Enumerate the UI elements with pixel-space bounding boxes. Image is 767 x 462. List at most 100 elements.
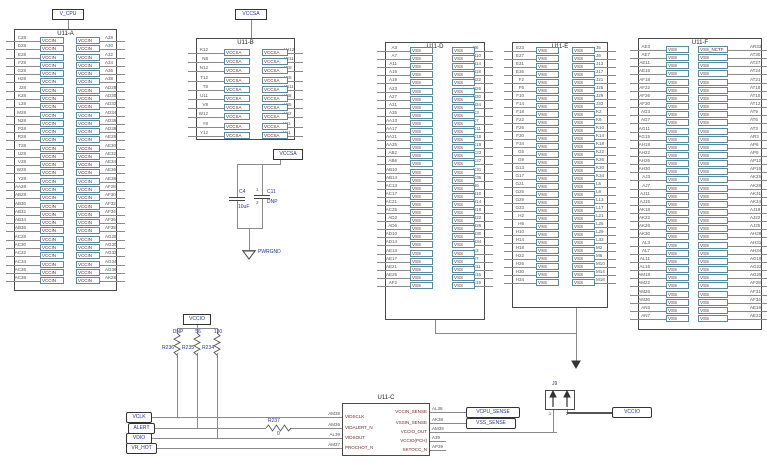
pin-wire (504, 75, 536, 76)
pin-wire (6, 207, 40, 208)
net-label-vclk[interactable]: VCLK (126, 412, 152, 423)
pin-name-box: VSS (698, 128, 728, 135)
wire-v (262, 199, 263, 228)
ic-body-u11a[interactable] (14, 29, 117, 291)
pin-wire (475, 116, 493, 117)
pin-name-box: VSS (452, 88, 475, 95)
resistor-r234-symbol[interactable] (213, 332, 221, 356)
net-label-vcpu-sense[interactable]: VCPU_SENSE (466, 407, 520, 418)
net-wire (152, 417, 342, 418)
pin-name-box: VSS (698, 136, 728, 143)
ic-body-u11c[interactable] (342, 403, 430, 456)
ground-net-label: PWRGND (258, 249, 281, 255)
capacitor-c4[interactable] (229, 200, 245, 201)
pin-name-box: VSS (666, 225, 689, 232)
pin-number: AC38 (14, 275, 26, 280)
capacitor-c11[interactable] (254, 195, 270, 196)
power-flag-cap-rail[interactable]: VCCSA (273, 149, 303, 160)
pin-wire (475, 173, 493, 174)
pin-name-box: VSS (536, 119, 559, 126)
pin-number: AE17 (385, 256, 397, 261)
ic-body-u11b[interactable] (196, 38, 295, 140)
ic-refdes-u11d: U11-D (426, 44, 444, 50)
pin-number: K14 (596, 133, 605, 138)
pin-wire (595, 171, 616, 172)
pin-number: AC28 (14, 234, 26, 239)
ic-body-u11e[interactable] (512, 42, 608, 308)
connector-j9[interactable] (545, 390, 575, 410)
resistor-value: DNP (172, 329, 184, 335)
pin-name-box: VCCIN (40, 128, 64, 135)
pin-wire (100, 190, 125, 191)
pin-number: AN3 (641, 305, 650, 310)
pin-wire (595, 251, 616, 252)
pin-number: E23 (515, 45, 524, 50)
pin-name: VCCIN_SENSE (395, 409, 427, 414)
pin-number: K30 (596, 165, 605, 170)
pin-number: K2 (596, 109, 602, 114)
pin-number: K6 (596, 117, 602, 122)
wire-v (262, 164, 263, 195)
capacitor-c11[interactable] (254, 198, 270, 199)
pin-wire (377, 116, 410, 117)
net-label-vss-sense[interactable]: VSS_SENSE (466, 418, 516, 429)
pin-wire (100, 240, 125, 241)
pin-number: AM30 (638, 297, 650, 302)
capacitor-value: 10uF (238, 204, 250, 210)
resistor-value: 130 (213, 329, 223, 335)
pin-number: A7 (391, 53, 397, 58)
pin-name-box: VSS (410, 120, 433, 127)
pin-wire (377, 173, 410, 174)
flag-stub (68, 20, 69, 29)
pin-wire (595, 163, 616, 164)
pin-wire (630, 303, 666, 304)
power-flag-vcpu[interactable]: V_CPU (52, 9, 84, 20)
power-flag-res-rail[interactable]: VCCIO (183, 314, 211, 325)
pin-number: AG19 (750, 256, 762, 261)
pin-wire (728, 303, 767, 304)
pin-wire (377, 197, 410, 198)
pin-wire (595, 275, 616, 276)
pin-name-box: VSS (698, 282, 728, 289)
pin-number: AB34 (14, 217, 26, 222)
pin-wire (475, 286, 493, 287)
pin-name-box: VCCIN (76, 236, 100, 243)
ic-body-u11f[interactable] (638, 38, 762, 330)
pin-name-box: VSS (536, 55, 559, 62)
pin-number: AP39 (432, 444, 444, 449)
pin-wire (728, 140, 767, 141)
pin-number: W28 (16, 167, 26, 172)
pin-name-box: VCCIN (40, 120, 64, 127)
pin-wire (630, 319, 666, 320)
pin-name-box: VSS (536, 207, 559, 214)
pin-name-box: VSS (572, 119, 595, 126)
pin-name-box: VCCSA (224, 113, 250, 120)
pin-wire (504, 179, 536, 180)
pin-wire (100, 265, 125, 266)
pin-name-box: VCCSA (224, 95, 250, 102)
pin-name-box: VCCIN (76, 269, 100, 276)
pin-wire (288, 108, 303, 109)
pin-name-box: VSS (666, 201, 689, 208)
connector-pin-stub (553, 410, 554, 432)
pin-number: AK28 (750, 183, 762, 188)
net-label-vrhot[interactable]: VR_HOT (126, 443, 157, 454)
pin-name-box: VCCIN (40, 62, 64, 69)
pin-name-box: VCCSA (224, 132, 250, 139)
pin-number: E28 (17, 52, 26, 57)
pin-name-box: VSS (452, 274, 475, 281)
pin-name: VSSIN_SENSE (395, 420, 427, 425)
power-flag-vccsa[interactable]: VCCSA (235, 9, 267, 20)
pin-wire (595, 115, 616, 116)
pin-number: AJ7 (642, 183, 650, 188)
pin-wire (504, 227, 536, 228)
net-label-vccio[interactable]: VCCIO (612, 407, 652, 418)
pin-wire (288, 136, 303, 137)
pin-wire (6, 132, 40, 133)
pin-wire (100, 66, 125, 67)
capacitor-c4[interactable] (229, 197, 245, 198)
pin-number: A31 (388, 102, 397, 107)
pin-number: A11 (389, 61, 397, 66)
pin-number: AE3 (641, 44, 650, 49)
pin-number: L25 (596, 221, 604, 226)
